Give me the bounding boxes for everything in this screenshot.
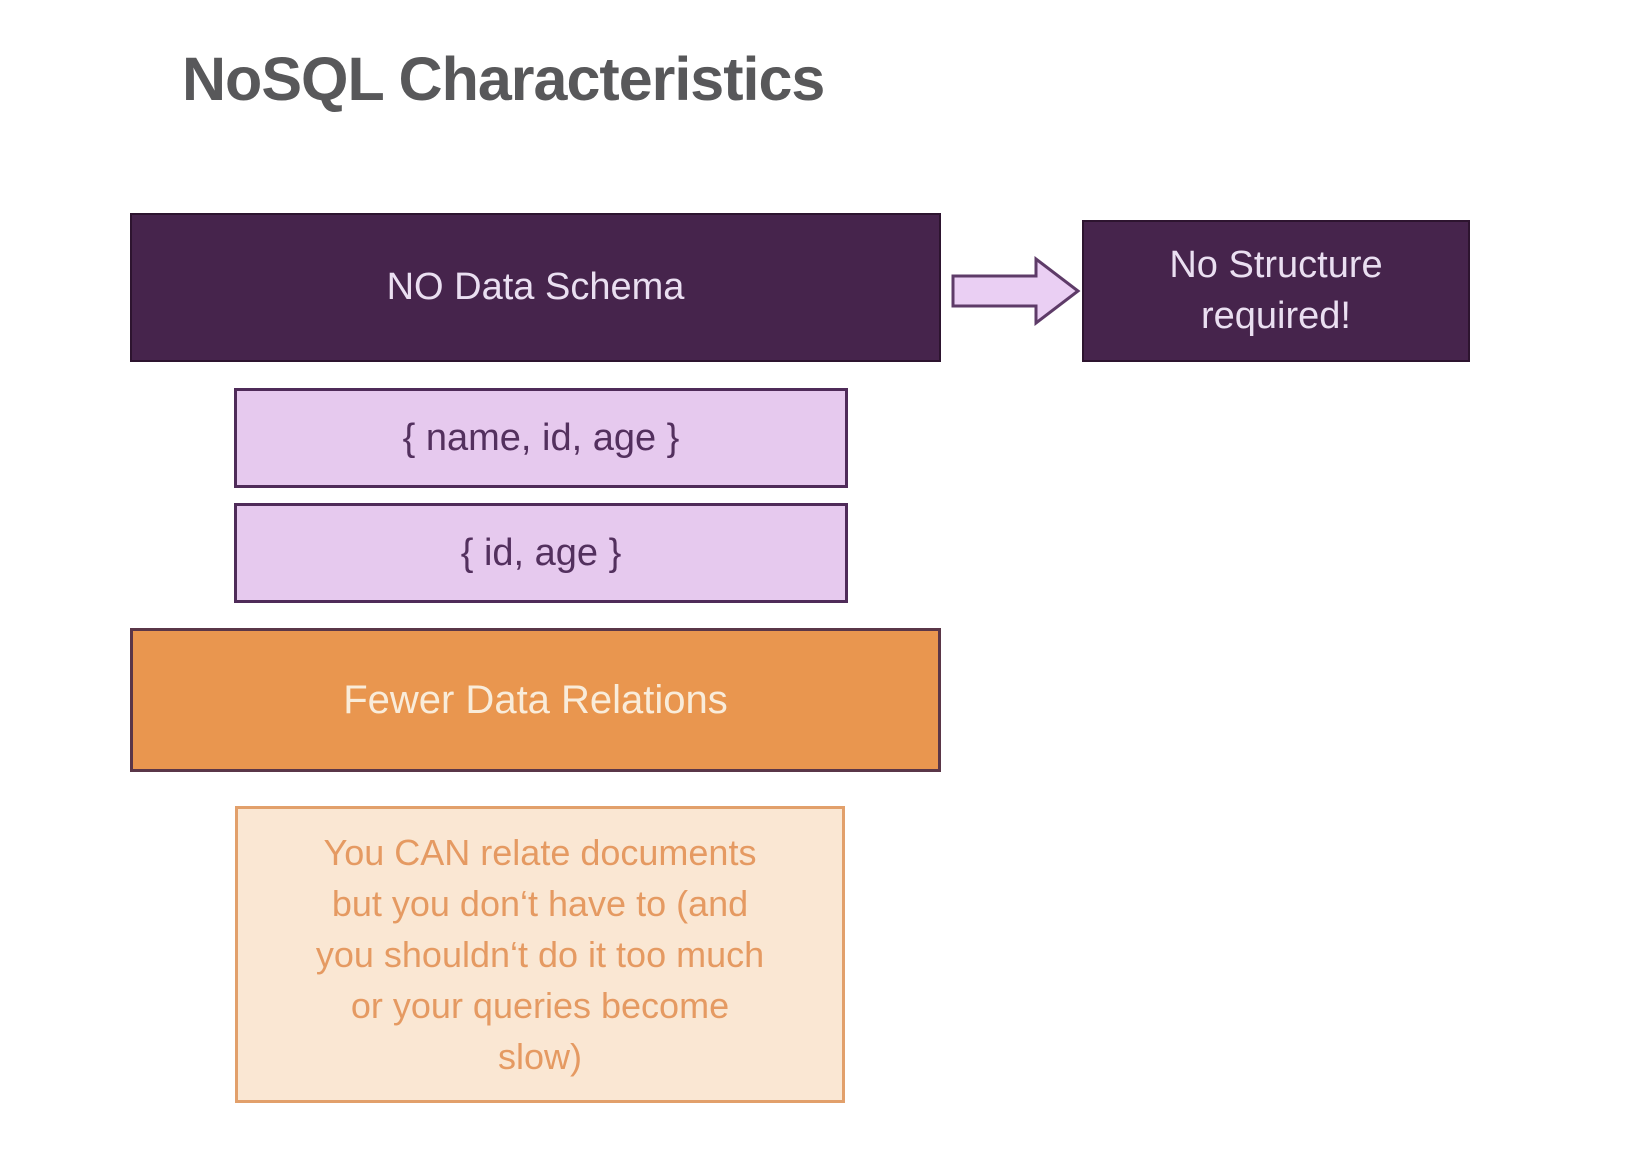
box-relations-note-line-2: but you don‘t have to (and	[331, 882, 749, 924]
box-schema-example-full-label: { name, id, age }	[402, 416, 680, 459]
box-fewer-data-relations-label: Fewer Data Relations	[343, 677, 728, 722]
box-schema-example-partial-label: { id, age }	[460, 531, 622, 574]
box-no-structure: No Structure required!	[1082, 220, 1470, 362]
box-no-structure-label: No Structure required!	[1169, 240, 1382, 343]
slide-title: NoSQL Characteristics	[182, 45, 825, 113]
box-relations-note-line-3: you shouldn‘t do it too much	[315, 933, 765, 975]
box-relations-note-line-5: slow)	[497, 1036, 582, 1078]
box-no-structure-line-1: No Structure	[1169, 243, 1383, 286]
box-relations-note-text: You CAN relate documents but you don‘t h…	[316, 827, 764, 1083]
box-no-data-schema-label: NO Data Schema	[386, 266, 685, 308]
box-relations-note-line-1: You CAN relate documents	[323, 831, 757, 873]
box-relations-note: You CAN relate documents but you don‘t h…	[235, 806, 845, 1103]
box-no-structure-line-2: required!	[1201, 295, 1351, 337]
box-no-data-schema: NO Data Schema	[130, 213, 941, 362]
box-schema-example-full: { name, id, age }	[234, 388, 848, 488]
box-schema-example-partial: { id, age }	[234, 503, 848, 603]
box-relations-note-line-4: or your queries become	[350, 985, 730, 1027]
right-arrow-icon	[951, 256, 1081, 326]
box-fewer-data-relations: Fewer Data Relations	[130, 628, 941, 772]
